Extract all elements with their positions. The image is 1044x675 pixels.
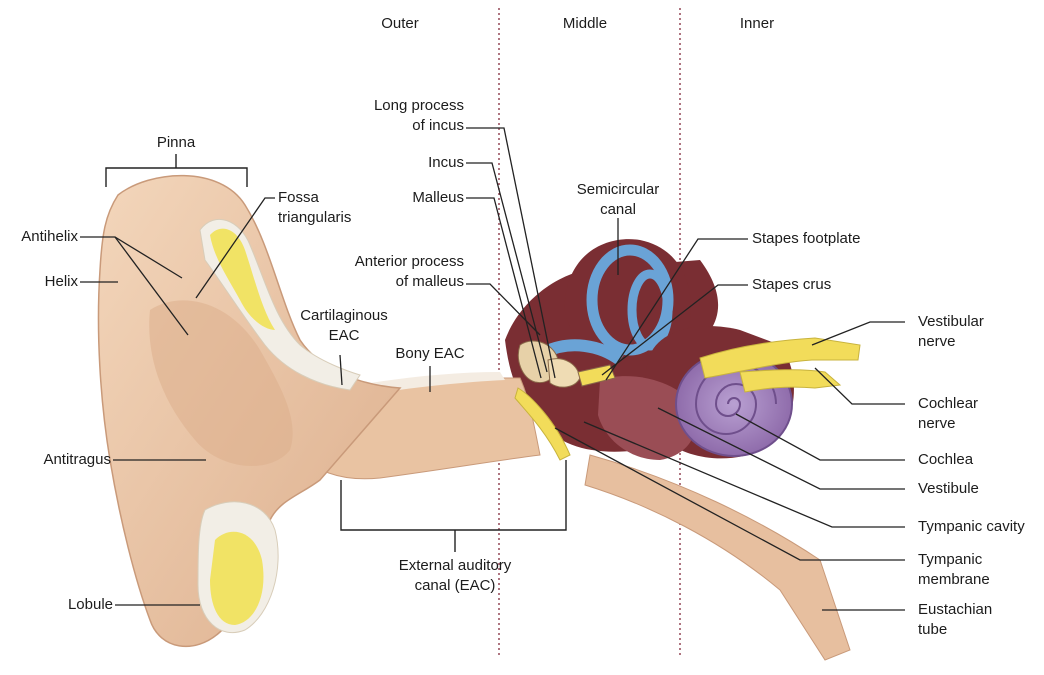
section-inner: Inner: [727, 14, 787, 34]
label-stapes-crus: Stapes crus: [752, 275, 872, 295]
label-long-process-of-incus: Long process of incus: [330, 96, 464, 136]
label-eustachian-tube: Eustachian tube: [918, 600, 1028, 640]
label-anterior-process-of-malleus: Anterior process of malleus: [310, 252, 464, 292]
label-incus: Incus: [360, 153, 464, 173]
label-semicircular-canal: Semicircular canal: [560, 180, 676, 220]
label-antihelix: Antihelix: [4, 227, 78, 247]
label-pinna: Pinna: [140, 133, 212, 153]
label-cartilaginous-eac: Cartilaginous EAC: [290, 306, 398, 346]
label-cochlea: Cochlea: [918, 450, 1028, 470]
label-malleus: Malleus: [360, 188, 464, 208]
label-bony-eac: Bony EAC: [380, 344, 480, 364]
section-middle: Middle: [555, 14, 615, 34]
label-cochlear-nerve: Cochlear nerve: [918, 394, 1028, 434]
section-outer: Outer: [370, 14, 430, 34]
label-tympanic-cavity: Tympanic cavity: [918, 517, 1040, 537]
label-antitragus: Antitragus: [4, 450, 111, 470]
label-lobule: Lobule: [4, 595, 113, 615]
label-external-auditory-canal: External auditory canal (EAC): [380, 556, 530, 596]
eustachian-tube-shape: [585, 455, 850, 660]
label-tympanic-membrane: Tympanic membrane: [918, 550, 1028, 590]
label-vestibule: Vestibule: [918, 479, 1028, 499]
label-helix: Helix: [4, 272, 78, 292]
label-vestibular-nerve: Vestibular nerve: [918, 312, 1028, 352]
label-stapes-footplate: Stapes footplate: [752, 229, 902, 249]
